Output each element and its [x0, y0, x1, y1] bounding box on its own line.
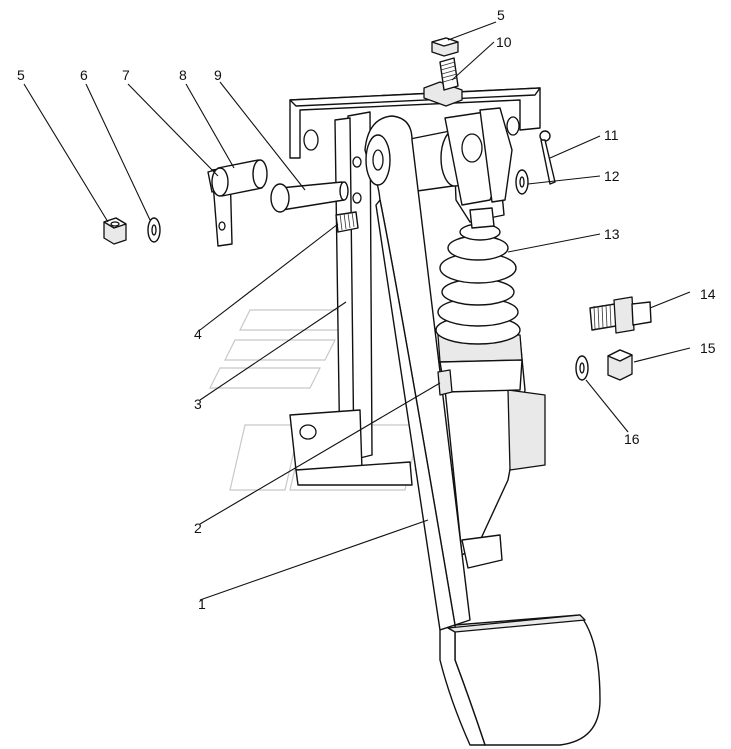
washer-6: [147, 217, 161, 243]
washer-16: [575, 355, 589, 381]
callout-16: 16: [624, 431, 640, 447]
callout-6: 6: [80, 67, 88, 83]
callout-15: 15: [700, 340, 716, 356]
callout-1: 1: [198, 596, 206, 612]
callout-10: 10: [496, 34, 512, 50]
callout-11: 11: [604, 127, 619, 143]
top-nut: [431, 37, 459, 57]
callout-14: 14: [700, 286, 716, 302]
callout-2: 2: [194, 520, 202, 536]
stud-4: [335, 211, 359, 233]
bushing-8: [211, 159, 268, 197]
nut-15: [607, 349, 633, 381]
callout-4: 4: [194, 326, 202, 342]
cotter-pin-11: [539, 130, 556, 185]
callout-3: 3: [194, 396, 202, 412]
pin-9: [270, 181, 349, 213]
callout-5-left: 5: [17, 67, 25, 83]
nut-5-left: [103, 217, 127, 245]
rubber-boot: [435, 223, 521, 345]
pedal-pad: [439, 614, 601, 746]
pedal-lever: [364, 115, 471, 631]
bracket-foot: [289, 409, 413, 486]
callout-5-top: 5: [497, 7, 505, 23]
pedal-shaft: [404, 107, 513, 206]
adjusting-screw: [423, 57, 463, 107]
bracket-side-plate: [334, 111, 373, 466]
callout-labels: 1 2 3 4 5 5 6 7 8 9 10 11 12 13 14 15 16: [17, 7, 716, 612]
washer-12: [515, 169, 529, 195]
fitting-14: [589, 296, 652, 334]
leader-lines: [23, 21, 691, 601]
callout-7: 7: [122, 67, 130, 83]
callout-9: 9: [214, 67, 222, 83]
callout-13: 13: [604, 226, 620, 242]
callout-8: 8: [179, 67, 187, 83]
callout-12: 12: [604, 168, 620, 184]
